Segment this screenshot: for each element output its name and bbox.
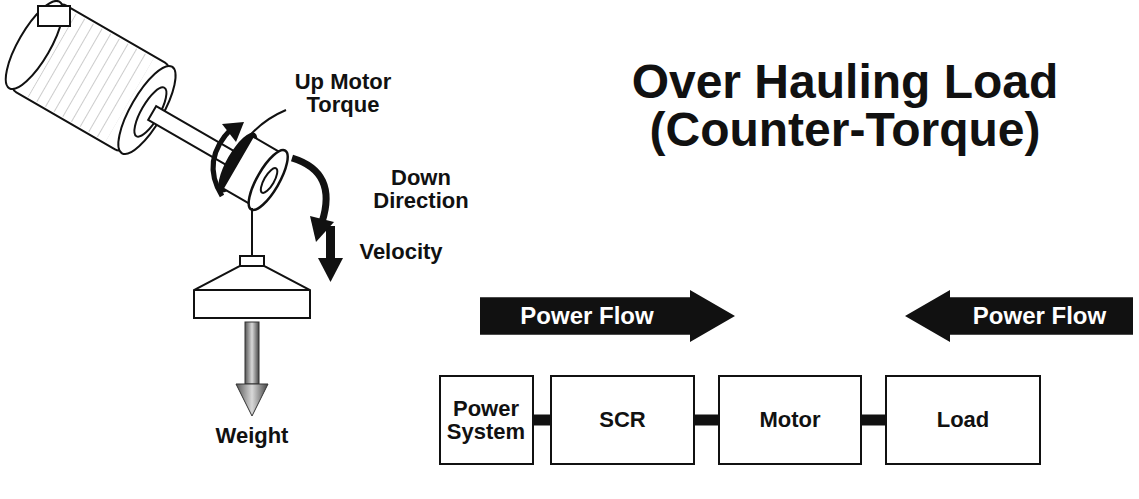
node-text: Motor [759, 408, 820, 431]
shaft-link [534, 415, 551, 426]
power-flow-arrow: Power Flow [480, 290, 735, 342]
node-text: Power Flow [973, 303, 1106, 328]
torque-label: Up Motor Torque [278, 70, 408, 116]
weight-arrow [236, 322, 268, 416]
terminal-box [38, 6, 70, 26]
node-text: SCR [599, 408, 645, 431]
node-text: Load [937, 408, 990, 431]
rope [251, 208, 253, 256]
diagram-title: Over Hauling Load (Counter-Torque) [560, 58, 1130, 154]
node-text: Power Flow [520, 303, 653, 328]
block-box: Load [885, 375, 1041, 465]
down-direction-arrow [292, 158, 334, 242]
up-torque-arrow [213, 110, 286, 196]
shaft-link [695, 415, 718, 426]
motor-body [0, 0, 303, 229]
block-box: Power System [439, 375, 534, 465]
weight-label: Weight [182, 424, 322, 447]
weight-block [194, 256, 310, 318]
velocity-label: Velocity [346, 240, 456, 263]
block-box: SCR [550, 375, 695, 465]
shaft-link [862, 415, 885, 426]
block-box: Motor [718, 375, 862, 465]
direction-label: Down Direction [366, 166, 476, 212]
power-flow-arrow: Power Flow [905, 290, 1133, 342]
node-text: Power System [445, 397, 528, 443]
